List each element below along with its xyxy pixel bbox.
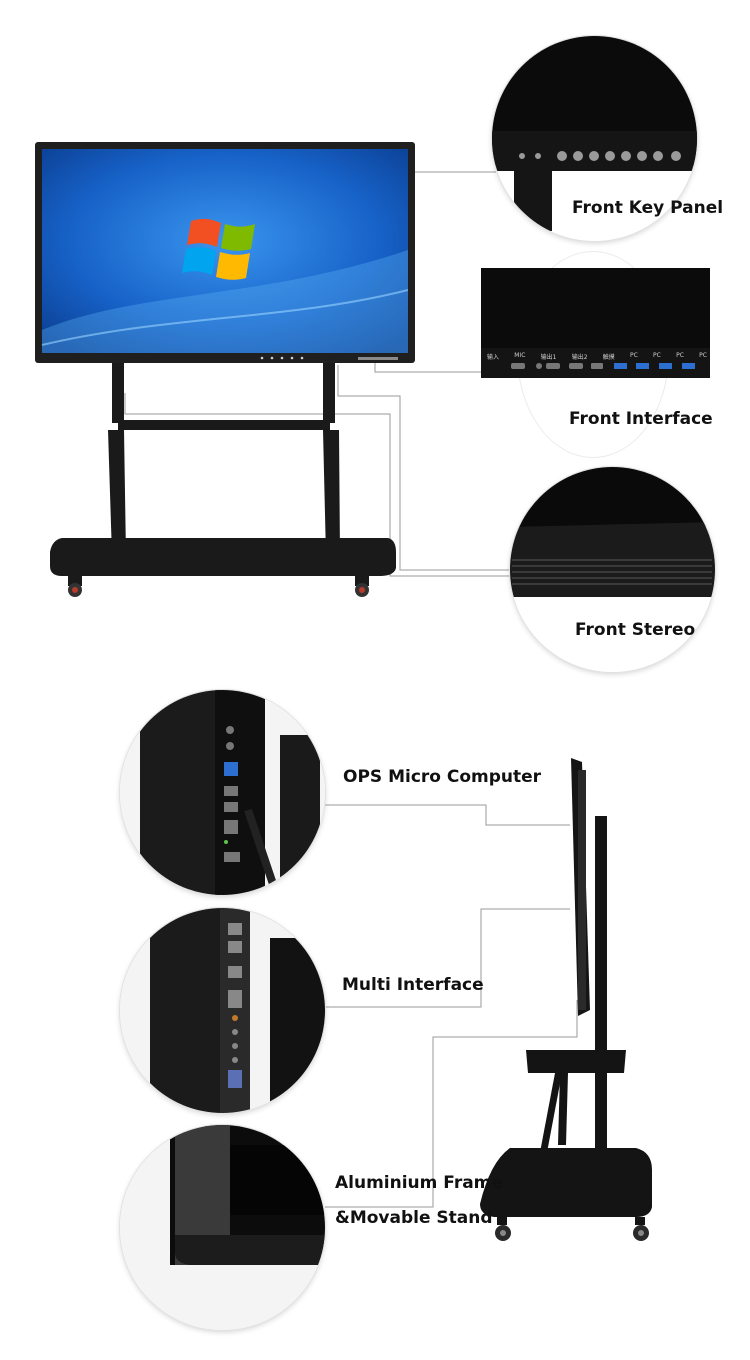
- front-key-panel-label: Front Key Panel: [572, 198, 724, 218]
- port-label: PC: [699, 352, 707, 359]
- side-view-illustration: [325, 758, 652, 1241]
- movable-stand-label: &Movable Stand: [335, 1208, 493, 1228]
- front-interface-label: Front Interface: [569, 409, 713, 429]
- frame-corner-icon: [120, 1125, 325, 1330]
- port-label: PC: [630, 352, 638, 359]
- port-label: 输出1: [540, 354, 557, 361]
- windows-logo-icon: [182, 218, 255, 280]
- front-view-illustration: [35, 142, 510, 597]
- port-label: 触摸: [602, 354, 615, 361]
- front-stand: [50, 363, 396, 586]
- ops-micro-computer-zoom: [120, 690, 325, 895]
- front-interface-zoom: 输入 MIC 输出1 输出2 触摸 PC PC PC PC: [481, 268, 710, 378]
- ops-ports-icon: [120, 690, 325, 895]
- caster-wheels: [68, 583, 369, 597]
- front-stereo-label: Front Stereo: [575, 620, 696, 640]
- aluminium-frame-zoom: [120, 1125, 325, 1330]
- caster-wheels: [495, 1225, 649, 1241]
- port-label: MIC: [514, 352, 526, 359]
- multi-interface-label: Multi Interface: [342, 975, 484, 995]
- speaker-grille-icon: [510, 467, 715, 672]
- port-label: 输入: [487, 354, 500, 361]
- callout-lines: [325, 804, 578, 1208]
- port-icons: [511, 363, 695, 369]
- port-labels-row: 输入 MIC 输出1 输出2 触摸 PC PC PC PC: [487, 352, 707, 361]
- port-label: PC: [653, 352, 661, 359]
- display-side-profile: [571, 758, 590, 1016]
- port-label: PC: [676, 352, 684, 359]
- ops-micro-computer-label: OPS Micro Computer: [343, 767, 542, 787]
- side-stand: [480, 816, 652, 1225]
- multi-interface-zoom: [120, 908, 325, 1113]
- port-label: 输出2: [571, 354, 588, 361]
- front-stereo-zoom: [510, 467, 715, 672]
- multi-ports-icon: [120, 908, 325, 1113]
- aluminium-frame-label: Aluminium Frame: [335, 1173, 503, 1193]
- interactive-display: [35, 142, 415, 363]
